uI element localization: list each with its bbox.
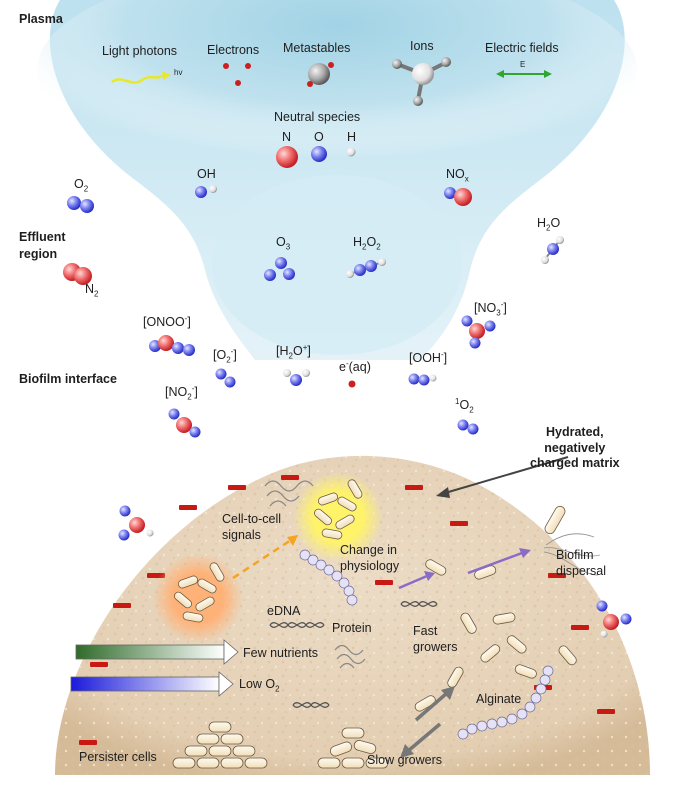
- edna-label: eDNA: [267, 604, 301, 618]
- onoo-molecule: [149, 335, 195, 356]
- nutrient-gradient-arrow: [75, 639, 239, 665]
- o3-molecule: [264, 257, 295, 281]
- hydrated-matrix-label: Hydrated, negatively charged matrix: [530, 425, 620, 471]
- nitrogen-atom: [276, 146, 298, 168]
- effluent-section-label: Effluent region: [19, 230, 66, 261]
- few-nutrients-label: Few nutrients: [243, 646, 319, 660]
- oh-label: OH: [197, 167, 216, 181]
- eaq-label: e-(aq): [339, 358, 371, 374]
- no3-label: [NO3-]: [474, 299, 507, 318]
- electrons-label: Electrons: [207, 43, 260, 57]
- electron-dot: [223, 63, 229, 69]
- electric-field-symbol: E: [520, 60, 526, 69]
- low-o2-label: Low O2: [239, 677, 280, 694]
- o2minus-molecule: [215, 368, 236, 388]
- oxygen-gradient-arrow: [70, 671, 234, 697]
- negative-charges: [79, 475, 615, 745]
- light-photons-label: Light photons: [102, 44, 178, 58]
- singlet-o2-molecule: [457, 419, 479, 435]
- neutral-species-label: Neutral species: [274, 110, 361, 124]
- h2oplus-molecule: [283, 369, 310, 386]
- fast-to-slow-arrow: [414, 691, 449, 722]
- ion-molecule: [392, 57, 451, 106]
- oxygen-atom: [311, 146, 327, 162]
- plasma-section-label: Plasma: [19, 12, 63, 26]
- persister-cells-label: Persister cells: [79, 750, 157, 764]
- aqueous-electron: [348, 380, 356, 388]
- cell-signals-label: Cell-to-cell signals: [222, 512, 282, 543]
- h2o2-label: H2O2: [353, 235, 381, 252]
- o2-label: O2: [74, 177, 89, 194]
- h2o-molecule: [541, 236, 564, 264]
- no2-label: [NO2-]: [165, 383, 198, 402]
- alginate-label: Alginate: [476, 692, 522, 706]
- o-label: O: [314, 130, 324, 144]
- hydrogen-atom: [346, 147, 356, 157]
- no2-molecule: [168, 408, 201, 438]
- o2minus-label: [O2-]: [213, 346, 237, 365]
- dispersal-arrow-1: [398, 574, 428, 590]
- side-molecule-left: [118, 505, 154, 541]
- onoo-label: [ONOO-]: [143, 313, 191, 329]
- no3-molecule: [461, 315, 496, 349]
- n2-molecule: [63, 263, 92, 285]
- dispersal-arrow-2: [467, 551, 523, 575]
- n-label: N: [282, 130, 292, 144]
- ooh-label: [OOH-]: [409, 349, 448, 365]
- biofilm-dispersal-label: Biofilm dispersal: [556, 548, 607, 579]
- o3-label: O3: [276, 235, 291, 252]
- protein-coil: [264, 480, 366, 669]
- slow-growers-label: Slow growers: [367, 753, 443, 767]
- metastables-label: Metastables: [283, 41, 351, 55]
- dispersed-cell: [543, 505, 601, 576]
- oh-molecule: [195, 185, 217, 198]
- biofilm-interface-label: Biofilm interface: [19, 372, 117, 386]
- alginate-chain: [299, 549, 554, 740]
- electric-fields-label: Electric fields: [485, 41, 559, 55]
- ions-label: Ions: [410, 39, 434, 53]
- singlet-o2-label: 1O2: [455, 396, 474, 415]
- metastable-atom: [308, 63, 330, 85]
- change-physiology-label: Change in physiology: [340, 543, 400, 574]
- protein-label: Protein: [332, 621, 372, 635]
- fast-growers-label: Fast growers: [413, 624, 458, 655]
- h-label: H: [347, 130, 357, 144]
- nox-label: NOx: [446, 167, 469, 184]
- edna-helix: [269, 601, 438, 708]
- matrix-pointer-arrow: [444, 456, 569, 494]
- n2-label: N2: [85, 282, 99, 299]
- h2o-label: H2O: [537, 216, 561, 233]
- side-molecule-right: [596, 600, 632, 638]
- slow-to-fast-arrow: [406, 722, 442, 753]
- o2-molecule: [67, 196, 94, 213]
- photon-wave: [111, 74, 163, 84]
- h2oplus-label: [H2O+]: [276, 342, 311, 361]
- hv-label: hv: [174, 68, 183, 77]
- nox-molecule: [444, 187, 472, 206]
- signaling-cluster-orange: [153, 553, 243, 643]
- ooh-molecule: [408, 373, 437, 386]
- h2o2-molecule: [346, 258, 386, 278]
